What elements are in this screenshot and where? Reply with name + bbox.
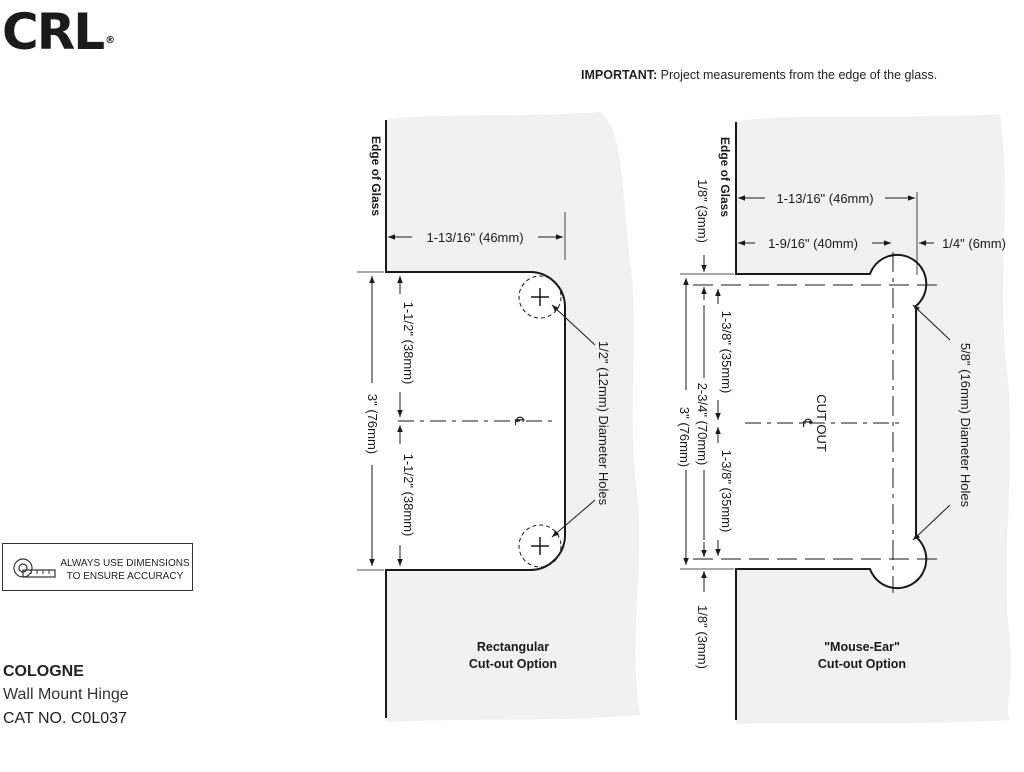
ear-offset-dim-right: 1/4" (6mm) <box>942 236 1006 251</box>
inner-height-dim-right: 2-3/4" (70mm) <box>695 383 710 466</box>
mouse-ear-cutout-diagram: 1-13/16" (46mm) 1-9/16" (40mm) 1/4" (6mm… <box>677 114 1011 724</box>
catalog-number: CAT NO. C0L037 <box>3 710 127 727</box>
centerline-symbol-left: ℄ <box>512 416 527 426</box>
caption-right-line1: "Mouse-Ear" <box>824 640 900 654</box>
registered-mark: ® <box>105 35 116 46</box>
logo-text: CRL <box>2 3 105 61</box>
hole-bottom-left <box>518 524 562 568</box>
cutout-area-right <box>734 254 927 589</box>
edge-label-right: Edge of Glass <box>718 137 732 217</box>
cutout-label-right: CUT OUT <box>814 394 829 452</box>
notice-text: ALWAYS USE DIMENSIONS TO ENSURE ACCURACY <box>60 557 190 583</box>
upper-half-dim-right: 1-3/8" (35mm) <box>719 311 734 394</box>
notice-line2: TO ENSURE ACCURACY <box>66 571 184 582</box>
crl-logo: CRL® <box>2 2 115 71</box>
product-name: COLOGNE <box>3 663 84 680</box>
holes-label-right: 5/8" (16mm) Diameter Holes <box>958 343 973 508</box>
width-dim-left: 1-13/16" (46mm) <box>426 230 523 245</box>
total-height-dim-left: 3" (76mm) <box>365 394 380 454</box>
cutout-outline-right <box>735 122 928 720</box>
important-note: IMPORTANT: Project measurements from the… <box>581 68 937 82</box>
total-height-dim-right: 3" (76mm) <box>677 407 692 467</box>
dimension-notice: ALWAYS USE DIMENSIONS TO ENSURE ACCURACY <box>2 543 193 591</box>
bottom-offset-dim-right: 1/8" (3mm) <box>695 605 710 669</box>
important-text: Project measurements from the edge of th… <box>660 68 938 82</box>
centerline-symbol-right: ℄ <box>800 418 815 428</box>
notice-line1: ALWAYS USE DIMENSIONS <box>60 558 190 569</box>
cutout-outline-left <box>385 120 566 718</box>
top-offset-dim-right: 1/8" (3mm) <box>695 179 710 243</box>
lower-half-dim-right: 1-3/8" (35mm) <box>719 450 734 533</box>
inner-width-dim-right: 1-9/16" (40mm) <box>768 236 858 251</box>
product-title-block: COLOGNE Wall Mount Hinge CAT NO. C0L037 <box>3 661 129 731</box>
upper-half-dim-left: 1-1/2" (38mm) <box>401 302 416 385</box>
hole-top-left <box>518 275 562 319</box>
width-dim-right: 1-13/16" (46mm) <box>776 191 873 206</box>
important-label: IMPORTANT: <box>581 68 658 82</box>
rectangular-cutout-diagram: 1-13/16" (46mm) Edge of Glass 3" (76mm) … <box>357 112 640 722</box>
caption-right-line2: Cut-out Option <box>818 657 906 671</box>
holes-label-left: 1/2" (12mm) Diameter Holes <box>596 341 611 506</box>
tape-measure-icon <box>13 558 56 578</box>
caption-left-line1: Rectangular <box>477 640 549 654</box>
lower-half-dim-left: 1-1/2" (38mm) <box>401 454 416 537</box>
edge-label-left: Edge of Glass <box>369 136 383 216</box>
caption-left-line2: Cut-out Option <box>469 657 557 671</box>
product-description: Wall Mount Hinge <box>3 686 129 703</box>
